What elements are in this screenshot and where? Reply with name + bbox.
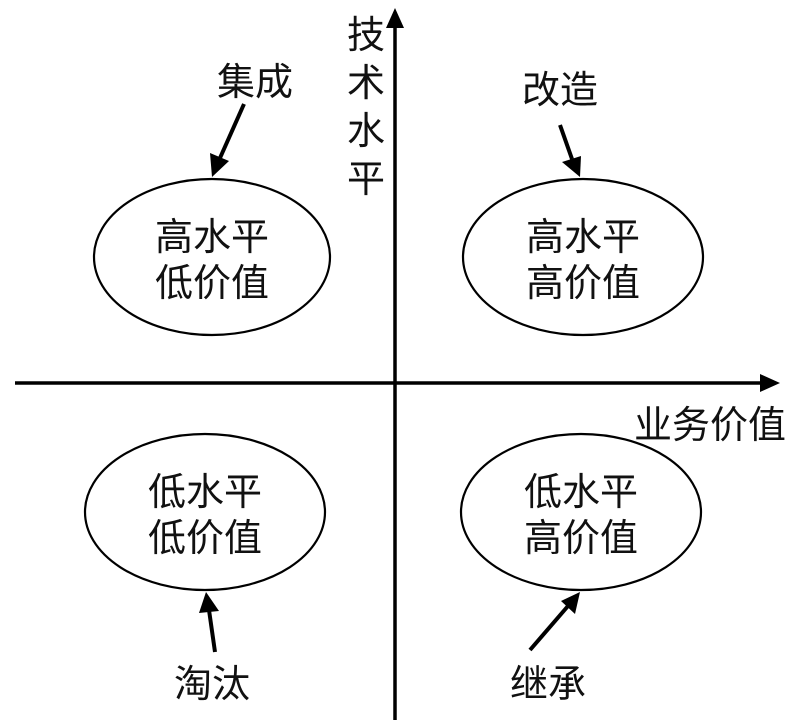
quadrant-ellipse-bottom-left [83,432,327,592]
bottom-left-line1: 低水平 [148,470,262,514]
top-left-line1: 高水平 [155,215,269,259]
bottom-right-line1: 低水平 [524,470,638,514]
strategy-label-top-right: 改造 [522,68,598,112]
arrow-head-top-right [562,156,581,177]
arrow-head-top-left [210,153,229,177]
y-axis-label-char-4: 平 [347,157,385,201]
arrow-shaft-bottom-right [528,604,570,652]
quadrant-ellipse-top-right [461,177,705,337]
x-axis-arrowhead [760,374,780,392]
arrow-shaft-bottom-left [207,609,217,653]
strategy-label-bottom-left: 淘汰 [174,662,250,706]
x-axis-label: 业务价值 [634,403,786,447]
quadrant-ellipse-bottom-right [459,432,703,592]
y-axis-label-char-1: 技 [347,13,385,57]
arrow-head-bottom-right [561,592,580,614]
bottom-left-line2: 低价值 [148,516,262,560]
y-axis-arrowhead [386,8,404,28]
top-right-line2: 高价值 [526,261,640,305]
strategy-label-top-left: 集成 [217,60,293,104]
y-axis-label-char-3: 水 [347,109,385,153]
bottom-right-line2: 高价值 [524,516,638,560]
arrow-shaft-top-right [558,124,574,160]
top-left-line2: 低价值 [155,261,269,305]
strategy-label-bottom-right: 继承 [510,662,586,706]
top-right-line1: 高水平 [526,215,640,259]
y-axis-label-char-2: 术 [347,61,385,105]
quadrant-ellipse-top-left [92,177,332,337]
arrow-shaft-top-left [218,103,246,159]
arrow-head-bottom-left [199,592,219,613]
